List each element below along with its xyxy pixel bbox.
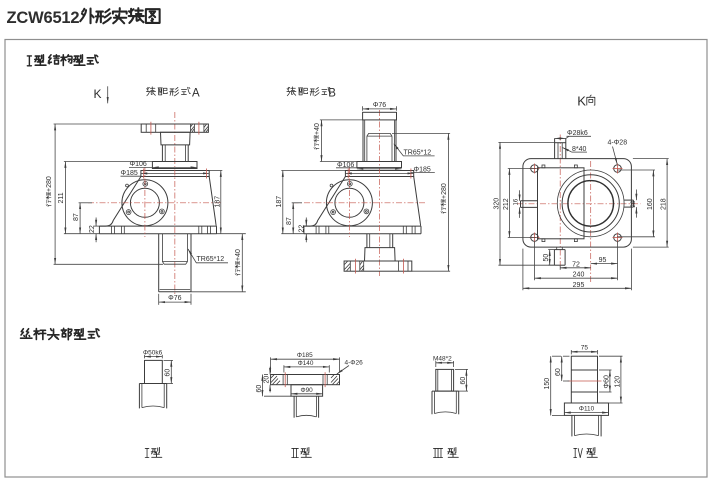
svg-text:187: 187 bbox=[214, 196, 221, 208]
svg-text:4-Φ26: 4-Φ26 bbox=[345, 359, 364, 366]
svg-text:Φ50k6: Φ50k6 bbox=[143, 349, 163, 356]
svg-text:75: 75 bbox=[581, 345, 589, 352]
svg-text:M48*2: M48*2 bbox=[433, 356, 452, 363]
svg-text:Φ90: Φ90 bbox=[300, 387, 313, 394]
svg-text:60: 60 bbox=[555, 368, 562, 376]
svg-text:212: 212 bbox=[503, 198, 510, 210]
svg-text:211: 211 bbox=[58, 192, 65, 203]
svg-text:160: 160 bbox=[647, 198, 654, 210]
svg-text:K: K bbox=[94, 87, 102, 101]
svg-text:50: 50 bbox=[543, 254, 550, 262]
svg-text:60: 60 bbox=[460, 377, 467, 385]
svg-text:Φ28k6: Φ28k6 bbox=[567, 130, 588, 137]
svg-text:28: 28 bbox=[631, 200, 637, 207]
svg-text:Φ106: Φ106 bbox=[130, 161, 147, 168]
svg-text:295: 295 bbox=[573, 282, 585, 289]
svg-text:60: 60 bbox=[165, 369, 172, 377]
svg-text:22: 22 bbox=[89, 225, 96, 233]
svg-text:TR65*12: TR65*12 bbox=[404, 149, 432, 156]
svg-text:8*40: 8*40 bbox=[572, 146, 587, 153]
svg-text:87: 87 bbox=[73, 213, 80, 221]
svg-text:20: 20 bbox=[263, 376, 270, 384]
svg-text:Φ185: Φ185 bbox=[414, 167, 431, 174]
svg-text:+280: +280 bbox=[441, 183, 448, 199]
svg-text:120: 120 bbox=[614, 376, 621, 388]
svg-text:320: 320 bbox=[493, 198, 500, 210]
svg-text:150: 150 bbox=[544, 378, 551, 390]
svg-text:B: B bbox=[328, 87, 336, 99]
svg-text:72: 72 bbox=[572, 261, 580, 268]
svg-text:ZCW6512: ZCW6512 bbox=[7, 9, 80, 27]
svg-text:K: K bbox=[577, 93, 586, 108]
svg-text:Φ185: Φ185 bbox=[297, 352, 313, 359]
svg-text:+40: +40 bbox=[314, 123, 321, 135]
svg-text:+40: +40 bbox=[235, 249, 242, 261]
svg-text:Φ110: Φ110 bbox=[579, 405, 595, 412]
svg-text:87: 87 bbox=[286, 217, 293, 225]
svg-text:240: 240 bbox=[573, 272, 585, 279]
svg-text:Φ76: Φ76 bbox=[373, 102, 386, 109]
svg-text:A: A bbox=[192, 87, 200, 99]
svg-text:218: 218 bbox=[661, 198, 668, 210]
svg-text:Φ185: Φ185 bbox=[121, 170, 138, 177]
svg-text:Φ106: Φ106 bbox=[337, 162, 354, 169]
svg-text:Φ60: Φ60 bbox=[603, 375, 610, 388]
svg-text:+280: +280 bbox=[46, 176, 53, 192]
svg-text:95: 95 bbox=[599, 257, 607, 264]
svg-text:187: 187 bbox=[276, 196, 283, 208]
svg-text:16: 16 bbox=[514, 198, 520, 205]
svg-text:4-Φ28: 4-Φ28 bbox=[608, 140, 628, 147]
svg-text:60: 60 bbox=[256, 385, 263, 393]
svg-text:TR65*12: TR65*12 bbox=[197, 256, 225, 263]
svg-text:Φ76: Φ76 bbox=[168, 295, 181, 302]
svg-text:22: 22 bbox=[299, 225, 306, 233]
svg-text:Φ140: Φ140 bbox=[298, 360, 314, 367]
